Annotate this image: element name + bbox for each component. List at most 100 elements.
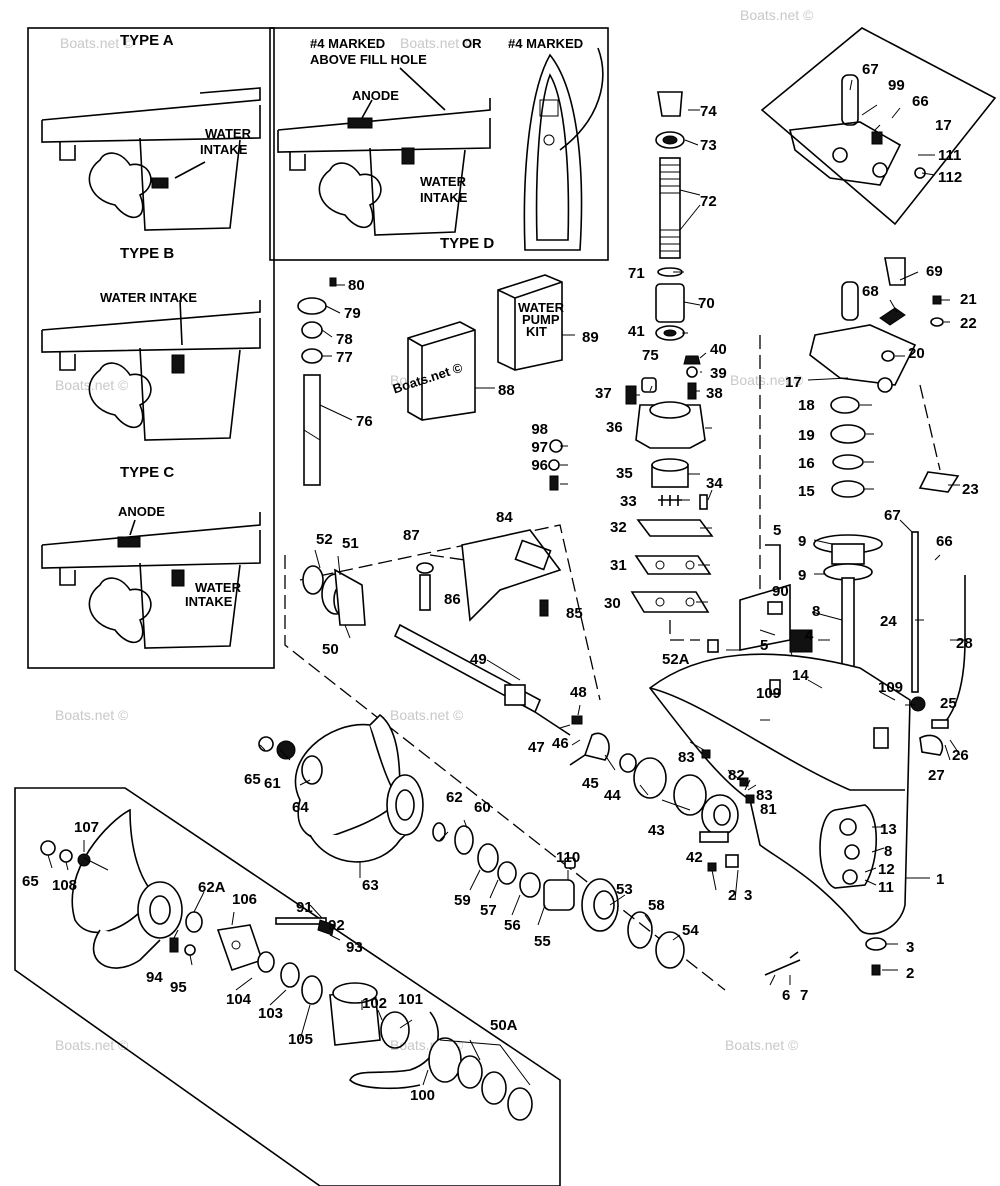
callout-8: 8 <box>812 603 820 620</box>
callout-13: 13 <box>880 821 897 838</box>
callout-24: 24 <box>880 613 897 630</box>
callout-2: 2 <box>728 887 736 904</box>
callout-96: 96 <box>531 457 548 474</box>
callout-1: 1 <box>936 871 944 888</box>
propeller-63 <box>258 713 685 969</box>
callout-36: 36 <box>606 419 623 436</box>
type-d-panel: #4 MARKED ABOVE FILL HOLE OR #4 MARKED A… <box>269 27 609 261</box>
watermark: Boats.net © <box>725 1037 799 1053</box>
callout-106: 106 <box>232 891 257 908</box>
callout-85: 85 <box>566 605 583 622</box>
callout-3: 3 <box>906 939 914 956</box>
callout-30: 30 <box>604 595 621 612</box>
callout-7: 7 <box>800 987 808 1004</box>
callout-66: 66 <box>936 533 953 550</box>
callout-105: 105 <box>288 1031 313 1048</box>
callout-71: 71 <box>628 265 645 282</box>
callout-6: 6 <box>782 987 790 1004</box>
callout-35: 35 <box>616 465 633 482</box>
callout-50: 50 <box>322 641 339 658</box>
type-d-intake-label: INTAKE <box>420 190 468 205</box>
callout-107: 107 <box>74 819 99 836</box>
callout-52a: 52A <box>662 651 690 668</box>
callout-108: 108 <box>52 877 77 894</box>
callout-65: 65 <box>244 771 261 788</box>
callout-37: 37 <box>595 385 612 402</box>
callout-31: 31 <box>610 557 627 574</box>
callout-5: 5 <box>760 637 768 654</box>
callout-94: 94 <box>146 969 163 986</box>
callout-81: 81 <box>760 801 777 818</box>
callout-3: 3 <box>744 887 752 904</box>
type-a-intake-label: INTAKE <box>200 142 248 157</box>
type-c-water-label: WATER <box>195 580 242 595</box>
callout-109: 109 <box>756 685 781 702</box>
callout-73: 73 <box>700 137 717 154</box>
callout-62: 62 <box>446 789 463 806</box>
callout-47: 47 <box>528 739 545 756</box>
callout-80: 80 <box>348 277 365 294</box>
watermark: Boats.net © <box>740 7 814 23</box>
callout-43: 43 <box>648 822 665 839</box>
callout-34: 34 <box>706 475 723 492</box>
type-d-anode-label: ANODE <box>352 88 399 103</box>
callout-86: 86 <box>444 591 461 608</box>
callout-95: 95 <box>170 979 187 996</box>
callout-90: 90 <box>772 583 789 600</box>
type-d-title: TYPE D <box>440 235 494 252</box>
callout-22: 22 <box>960 315 977 332</box>
callout-8: 8 <box>884 843 892 860</box>
watermark: Boats.net © <box>400 35 474 51</box>
type-a-gearcase-drawing <box>41 87 261 231</box>
watermark: Boats.net © <box>55 377 129 393</box>
kit-89-line3: KIT <box>526 324 547 339</box>
callout-101: 101 <box>398 991 423 1008</box>
callout-25: 25 <box>940 695 957 712</box>
type-c-intake-label: INTAKE <box>185 594 233 609</box>
callout-103: 103 <box>258 1005 283 1022</box>
callout-18: 18 <box>798 397 815 414</box>
callout-78: 78 <box>336 331 353 348</box>
callout-49: 49 <box>470 651 487 668</box>
callout-42: 42 <box>686 849 703 866</box>
callout-51: 51 <box>342 535 359 552</box>
callout-44: 44 <box>604 787 621 804</box>
callout-45: 45 <box>582 775 599 792</box>
callout-93: 93 <box>346 939 363 956</box>
callout-69: 69 <box>926 263 943 280</box>
callout-83: 83 <box>678 749 695 766</box>
callout-88: 88 <box>498 382 515 399</box>
leader-lines <box>47 79 965 1086</box>
callout-76: 76 <box>356 413 373 430</box>
watermark: Boats.net © <box>390 707 464 723</box>
callout-11: 11 <box>878 879 894 896</box>
type-b-title: TYPE B <box>120 245 174 262</box>
callout-59: 59 <box>454 892 471 909</box>
water-pump-stack <box>625 91 714 641</box>
type-a-title: TYPE A <box>120 32 174 49</box>
callout-75: 75 <box>642 347 659 364</box>
callout-67: 67 <box>884 507 901 524</box>
callout-99: 99 <box>888 77 905 94</box>
callout-83: 83 <box>756 787 773 804</box>
callout-91: 91 <box>296 899 313 916</box>
callout-26: 26 <box>952 747 969 764</box>
callout-28: 28 <box>956 635 973 652</box>
callout-60: 60 <box>474 799 491 816</box>
callout-98: 98 <box>531 421 548 438</box>
callout-48: 48 <box>570 684 587 701</box>
watermark: Boats.net © <box>55 707 129 723</box>
callout-23: 23 <box>962 481 979 498</box>
callout-66: 66 <box>912 93 929 110</box>
callout-58: 58 <box>648 897 665 914</box>
watermark: Boats.net © <box>55 1037 129 1053</box>
callout-65: 65 <box>22 873 39 890</box>
callout-64: 64 <box>292 799 309 816</box>
callout-55: 55 <box>534 933 551 950</box>
callout-17: 17 <box>935 117 952 134</box>
type-d-above-fill-label: ABOVE FILL HOLE <box>310 52 427 67</box>
callout-50a: 50A <box>490 1017 518 1034</box>
callout-54: 54 <box>682 922 699 939</box>
callout-2: 2 <box>906 965 914 982</box>
